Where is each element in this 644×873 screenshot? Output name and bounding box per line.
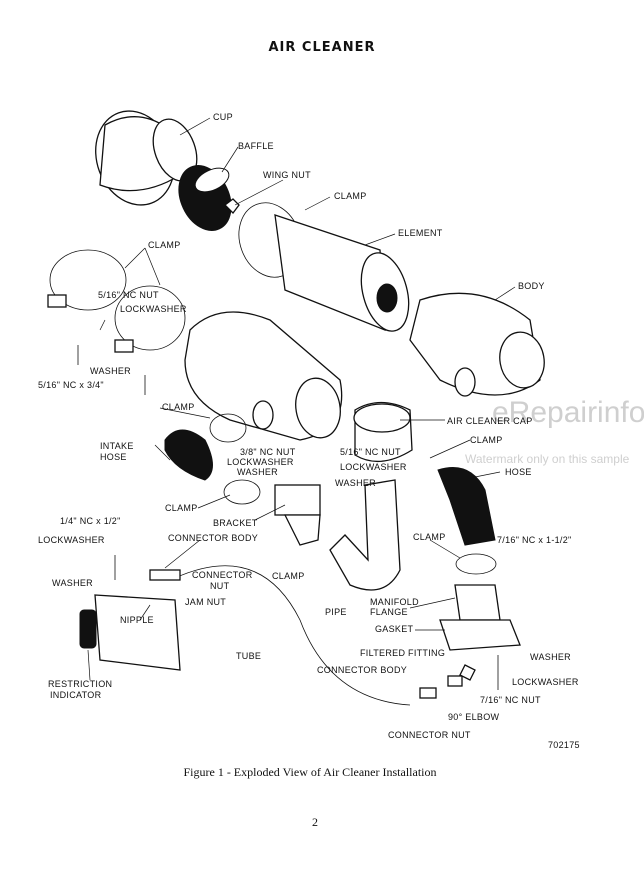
bottom-fittings (419, 655, 499, 699)
watermark-text: eRepairinfo.com (492, 396, 644, 429)
label-cup: CUP (213, 112, 233, 122)
label-lockwasher-right: LOCKWASHER (340, 462, 407, 472)
label-wing-nut: WING NUT (263, 170, 311, 180)
label-bracket: BRACKET (213, 518, 258, 528)
clamp-lower-ring (223, 479, 261, 505)
left-clamps (47, 249, 186, 395)
label-lockwasher-left: LOCKWASHER (120, 304, 187, 314)
indicator-assembly (79, 555, 181, 671)
label-hose: HOSE (505, 467, 532, 477)
label-bolt-716: 7/16" NC x 1-1/2" (497, 535, 572, 545)
label-clamp-lower: CLAMP (165, 503, 198, 513)
label-intake: INTAKE (100, 441, 134, 451)
intake-hose-part (164, 429, 213, 481)
label-connector-nut-2: NUT (210, 581, 230, 591)
manifold-part (439, 553, 521, 651)
label-baffle: BAFFLE (238, 141, 274, 151)
label-connector-body-top: CONNECTOR BODY (168, 533, 258, 543)
label-connector-body-bottom: CONNECTOR BODY (317, 665, 407, 675)
label-connector-nut-bottom: CONNECTOR NUT (388, 730, 471, 740)
baffle-part (178, 165, 232, 231)
label-washer-right: WASHER (335, 478, 376, 488)
label-elbow: 90° ELBOW (448, 712, 500, 722)
label-filtered-fitting: FILTERED FITTING (360, 648, 445, 658)
label-hose-left: HOSE (100, 452, 127, 462)
label-clamp-mid: CLAMP (162, 402, 195, 412)
label-bolt-14: 1/4" NC x 1/2" (60, 516, 121, 526)
hose-part (437, 467, 496, 546)
leader-lines (87, 117, 516, 681)
label-clamp-left: CLAMP (148, 240, 181, 250)
wing-nut-part (224, 198, 240, 214)
cup-part (95, 110, 198, 206)
label-lockwasher-lower: LOCKWASHER (38, 535, 105, 545)
bracket-part (274, 484, 321, 546)
label-air-cleaner-cap: AIR CLEANER CAP (447, 416, 533, 426)
element-part (274, 214, 410, 332)
page-title: AIR CLEANER (268, 40, 376, 55)
label-washer-mid: WASHER (237, 467, 278, 477)
clamp-mid-ring (209, 413, 247, 443)
watermark-subtext: Watermark only on this sample (465, 452, 630, 466)
label-tube: TUBE (236, 651, 261, 661)
label-washer-left: WASHER (90, 366, 131, 376)
label-connector-nut: CONNECTOR (192, 570, 253, 580)
tube-part (174, 565, 411, 706)
label-clamp-top: CLAMP (334, 191, 367, 201)
label-indicator: INDICATOR (50, 690, 102, 700)
label-nipple: NIPPLE (120, 615, 154, 625)
label-clamp-bracket: CLAMP (272, 571, 305, 581)
label-bolt-516: 5/16" NC x 3/4" (38, 380, 104, 390)
label-gasket: GASKET (375, 624, 414, 634)
label-element: ELEMENT (398, 228, 443, 238)
page-number: 2 (312, 815, 318, 829)
label-jam-nut: JAM NUT (185, 597, 226, 607)
label-lockwasher-bottom: LOCKWASHER (512, 677, 579, 687)
body-part (409, 292, 545, 397)
label-flange: FLANGE (370, 607, 408, 617)
label-restriction: RESTRICTION (48, 679, 112, 689)
label-clamp-right: CLAMP (470, 435, 503, 445)
label-nut-716: 7/16" NC NUT (480, 695, 541, 705)
label-manifold: MANIFOLD (370, 597, 419, 607)
air-cleaner-cap-part (353, 401, 413, 462)
label-nut-516: 5/16" NC NUT (98, 290, 159, 300)
label-nut-38: 3/8" NC NUT (240, 447, 296, 457)
center-body-part (184, 311, 343, 441)
label-nut-516-mid: 5/16" NC NUT (340, 447, 401, 457)
label-lockwasher-mid: LOCKWASHER (227, 457, 294, 467)
label-body: BODY (518, 281, 545, 291)
figure-code: 702175 (548, 740, 580, 750)
label-pipe: PIPE (325, 607, 347, 617)
pipe-part (329, 479, 401, 591)
label-washer-bottom: WASHER (530, 652, 571, 662)
label-washer-lower: WASHER (52, 578, 93, 588)
label-clamp-manifold: CLAMP (413, 532, 446, 542)
figure-caption: Figure 1 - Exploded View of Air Cleaner … (183, 765, 437, 779)
